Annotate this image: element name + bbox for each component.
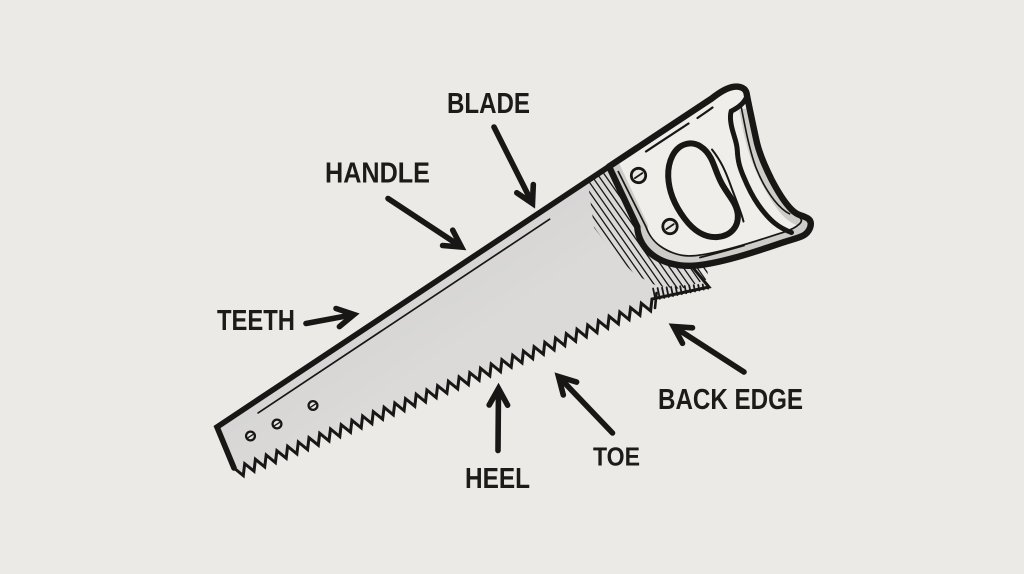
svg-text:BLADE: BLADE — [447, 88, 530, 120]
svg-text:HANDLE: HANDLE — [325, 158, 430, 190]
svg-text:TEETH: TEETH — [217, 305, 295, 337]
svg-text:BACK EDGE: BACK EDGE — [658, 384, 803, 416]
svg-text:TOE: TOE — [593, 442, 640, 472]
svg-text:HEEL: HEEL — [465, 463, 530, 495]
